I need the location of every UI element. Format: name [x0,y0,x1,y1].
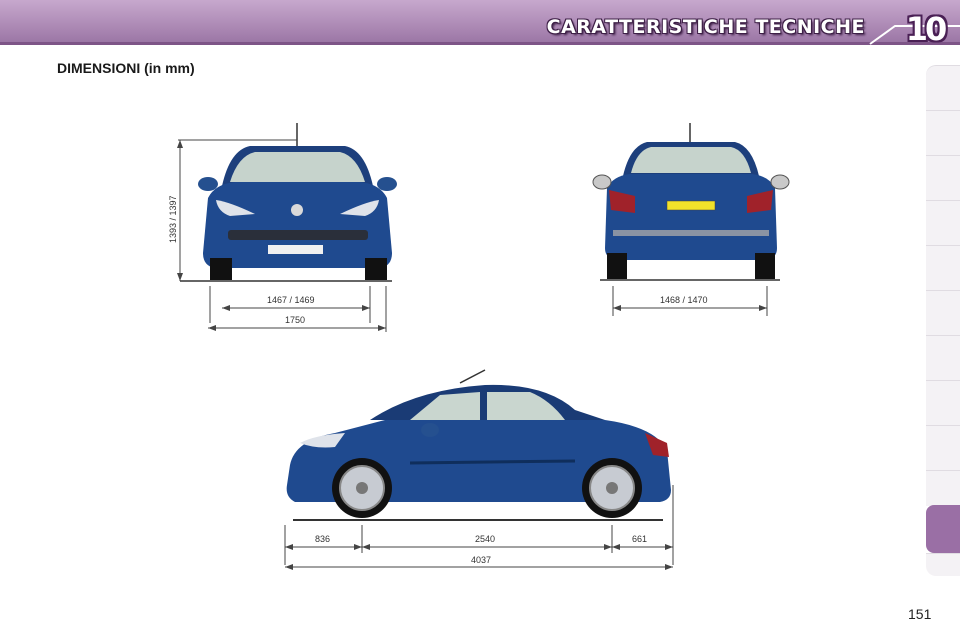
header-band [0,0,960,45]
chapter-tab[interactable] [926,110,960,156]
wheelbase-label: 2540 [475,534,495,544]
rear-overhang-label: 661 [632,534,647,544]
chapter-tab[interactable] [926,65,960,111]
chapter-number: 10 [905,10,948,48]
chapter-tab[interactable] [926,290,960,336]
chapter-tab-rail [926,65,960,576]
side-view-diagram: 836 2540 661 4037 [275,365,685,575]
chapter-title: CARATTERISTICHE TECNICHE [546,16,865,38]
overall-length-label: 4037 [471,555,491,565]
chapter-tab[interactable] [926,380,960,426]
rear-track-width-label: 1468 / 1470 [660,295,708,305]
section-title: DIMENSIONI (in mm) [57,60,195,76]
chapter-tab[interactable] [926,155,960,201]
front-track-width-label: 1467 / 1469 [267,295,315,305]
chapter-tab[interactable] [926,335,960,381]
front-view-diagram: 1393 / 1397 1467 / 1469 1750 [160,118,410,338]
chapter-tab[interactable] [926,425,960,471]
chapter-tab[interactable] [926,553,960,576]
chapter-tab[interactable] [926,245,960,291]
chapter-tab[interactable] [926,200,960,246]
page-header: CARATTERISTICHE TECNICHE 10 [0,0,960,50]
chapter-tab-active[interactable] [926,505,960,553]
chapter-tab[interactable] [926,470,960,506]
page-number: 151 [908,606,932,622]
front-height-label: 1393 / 1397 [168,195,178,243]
rear-view-diagram: 1468 / 1470 [585,118,795,323]
front-overall-width-label: 1750 [285,315,305,325]
front-overhang-label: 836 [315,534,330,544]
